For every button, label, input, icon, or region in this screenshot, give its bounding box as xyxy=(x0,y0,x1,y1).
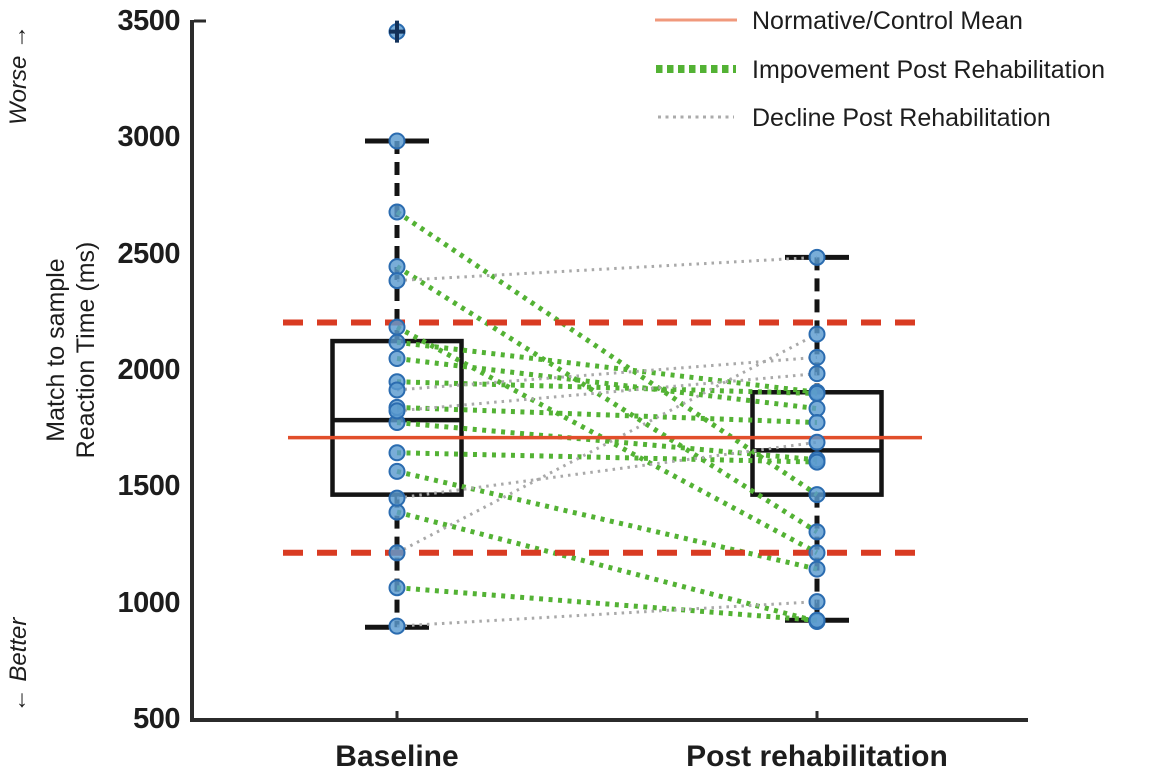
improvement-pair-line xyxy=(395,264,819,534)
data-point xyxy=(388,350,406,368)
improvement-pair-line xyxy=(396,450,818,465)
decline-pair-line xyxy=(396,600,818,628)
improvement-pair-line xyxy=(395,209,819,497)
improvement-pair-line xyxy=(396,509,818,624)
data-point xyxy=(388,462,406,480)
data-point xyxy=(808,433,826,451)
data-point xyxy=(388,402,406,420)
data-point xyxy=(808,248,826,266)
better-direction-label: ← Better xyxy=(5,617,32,713)
data-point xyxy=(808,544,826,562)
data-point xyxy=(388,318,406,336)
data-point xyxy=(808,593,826,611)
x-label-baseline: Baseline xyxy=(335,740,458,773)
x-label-post-rehabilitation: Post rehabilitation xyxy=(686,740,948,773)
data-point xyxy=(808,384,826,402)
legend-label-decline: Decline Post Rehabilitation xyxy=(752,104,1051,132)
ytick-2500: 2500 xyxy=(117,238,180,270)
improvement-pair-line xyxy=(396,420,818,463)
decline-pair-line xyxy=(396,355,818,392)
data-point xyxy=(808,486,826,504)
data-point xyxy=(388,258,406,276)
decline-pair-line xyxy=(396,372,818,413)
ytick-1000: 1000 xyxy=(117,587,180,619)
data-point xyxy=(388,444,406,462)
data-point xyxy=(808,523,826,541)
data-point xyxy=(388,132,406,150)
y-axis-title-line1: Match to sample xyxy=(42,258,70,441)
data-point xyxy=(808,453,826,471)
axis-ticks xyxy=(194,19,819,719)
ytick-1500: 1500 xyxy=(117,470,180,502)
data-point xyxy=(388,381,406,399)
improvement-pair-line xyxy=(396,339,818,395)
data-point xyxy=(808,365,826,383)
ytick-2000: 2000 xyxy=(117,354,180,386)
data-point xyxy=(388,203,406,221)
data-point xyxy=(808,560,826,578)
data-point xyxy=(808,400,826,418)
improvement-pair-line xyxy=(396,585,818,623)
ytick-3000: 3000 xyxy=(117,121,180,153)
improvement-pair-line xyxy=(396,379,818,396)
data-point xyxy=(808,414,826,432)
ytick-500: 500 xyxy=(133,703,180,735)
improvement-pair-line xyxy=(396,356,818,412)
legend: Normative/Control Mean Impovement Post R… xyxy=(655,7,1105,132)
data-point xyxy=(808,348,826,366)
data-point xyxy=(388,503,406,521)
data-point xyxy=(808,611,826,629)
data-point xyxy=(388,489,406,507)
improvement-pair-line xyxy=(396,404,818,426)
data-point xyxy=(388,579,406,597)
decline-pair-line xyxy=(396,255,818,283)
y-axis-title-line2: Reaction Time (ms) xyxy=(72,242,100,459)
data-point xyxy=(388,272,406,290)
decline-pair-line xyxy=(396,440,818,500)
plot-area xyxy=(283,20,927,635)
worse-direction-label: Worse → xyxy=(5,25,32,125)
legend-label-improvement: Impovement Post Rehabilitation xyxy=(752,56,1105,84)
ytick-3500: 3500 xyxy=(117,5,180,37)
data-point xyxy=(388,544,406,562)
data-point xyxy=(388,617,406,635)
data-point xyxy=(388,333,406,351)
data-point xyxy=(808,325,826,343)
legend-label-normative: Normative/Control Mean xyxy=(752,7,1023,35)
